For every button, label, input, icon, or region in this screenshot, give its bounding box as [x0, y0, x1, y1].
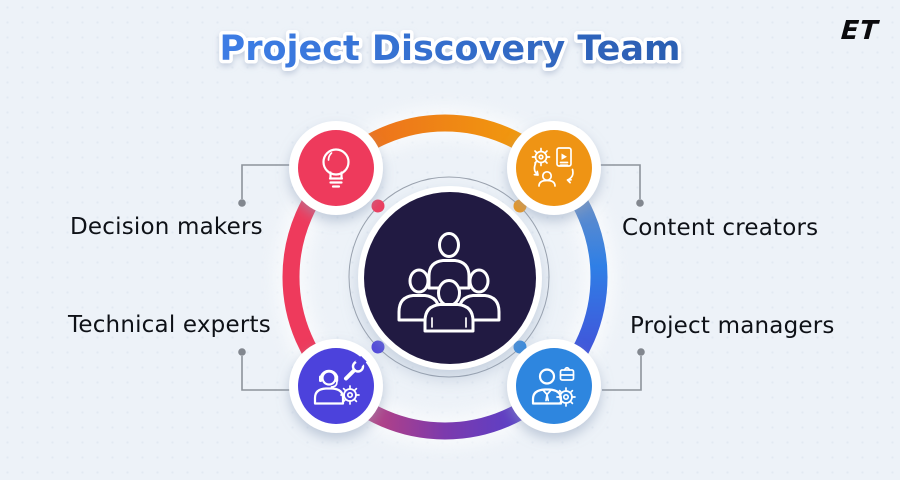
orbit-dot-decision-makers [371, 199, 385, 213]
label-content-creators: Content creators [622, 215, 819, 241]
connector-decision-makers [241, 164, 290, 199]
wrench-jaw-notch [355, 355, 367, 368]
page-title: Project Discovery Team [220, 29, 681, 69]
content-creation-icon [531, 147, 574, 187]
connector-dot [238, 199, 246, 207]
connector-content-creators [600, 164, 641, 199]
node-decision-makers [289, 121, 383, 215]
node-circle [516, 348, 592, 424]
technician-icon [313, 355, 367, 405]
connector-technical-experts [241, 356, 290, 391]
orbit-dot-technical-experts [371, 340, 385, 354]
brand-logo: ET [839, 16, 880, 46]
center-hub [358, 186, 542, 370]
node-content-creators [507, 121, 601, 215]
connector-dots [238, 199, 645, 356]
node-circle [516, 130, 592, 206]
connector-dot [238, 348, 246, 356]
label-technical-experts: Technical experts [68, 312, 271, 338]
connector-dot [636, 199, 644, 207]
node-technical-experts [289, 339, 383, 433]
connector-project-managers [602, 356, 642, 391]
manager-icon [531, 366, 576, 407]
connectors [241, 164, 642, 391]
connector-dot [637, 348, 645, 356]
label-decision-makers: Decision makers [70, 214, 263, 240]
label-project-managers: Project managers [630, 313, 835, 339]
orbit-dot-project-managers [513, 340, 527, 354]
node-project-managers [507, 339, 601, 433]
team-icon [397, 232, 501, 333]
inner-orbit-circle [348, 176, 550, 378]
lightbulb-icon [322, 148, 350, 188]
node-circle [298, 130, 374, 206]
